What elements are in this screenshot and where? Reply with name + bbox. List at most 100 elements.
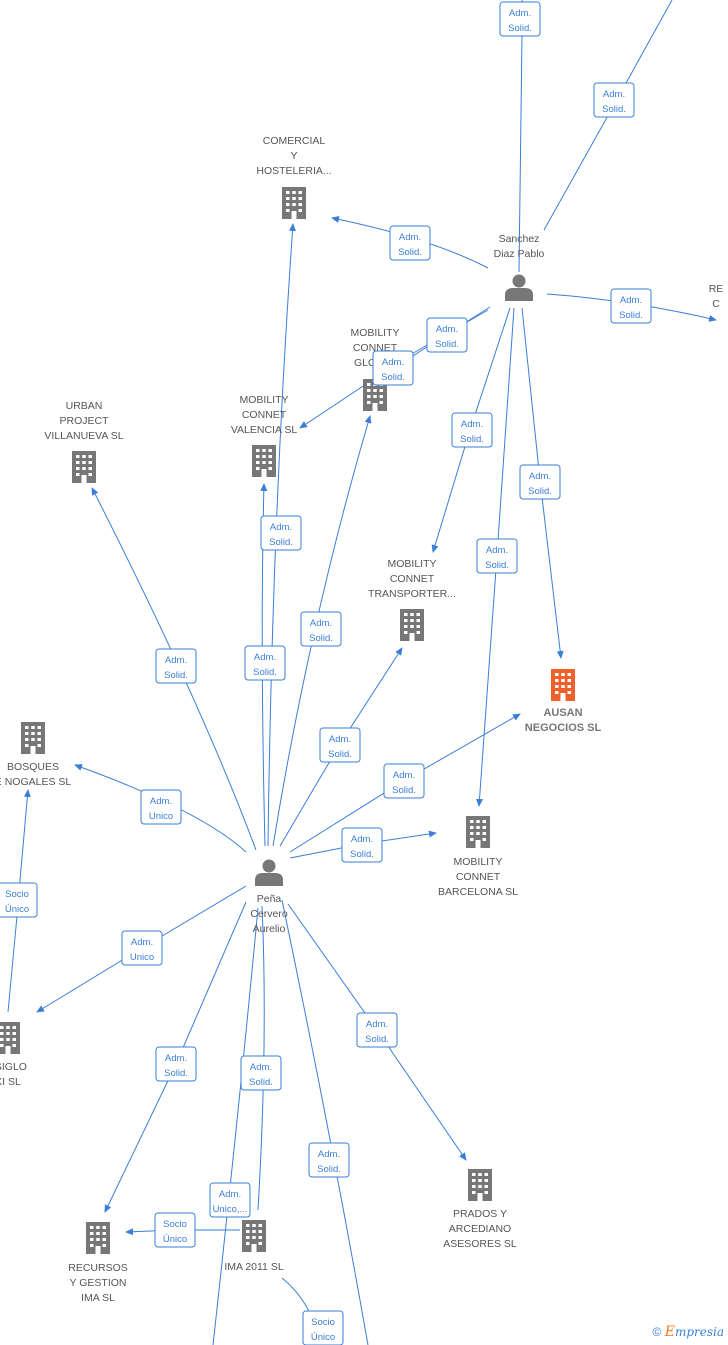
relation-label-text: Adm. xyxy=(165,1053,187,1064)
relation-label[interactable]: Adm.Unico xyxy=(121,930,163,966)
relation-label-text: Adm. xyxy=(393,770,415,781)
relation-label[interactable]: Adm.Solid. xyxy=(610,288,652,324)
node-label: BOSQUES xyxy=(7,761,59,773)
relation-label[interactable]: Adm. Unico,... xyxy=(209,1182,251,1218)
relation-label[interactable]: Adm.Solid. xyxy=(356,1012,398,1048)
copyright-symbol: © xyxy=(652,1325,662,1339)
node-label: ASESORES SL xyxy=(443,1238,517,1250)
node-label: CONNET xyxy=(242,409,287,421)
relation-label[interactable]: Adm.Solid. xyxy=(155,1046,197,1082)
company-node-ima2011[interactable]: IMA 2011 SL xyxy=(224,1220,284,1273)
relation-label[interactable]: Adm.Solid. xyxy=(155,648,197,684)
node-label: ARCEDIANO xyxy=(449,1223,511,1235)
relation-label[interactable]: Adm.Solid. xyxy=(319,727,361,763)
relation-label-text: Solid. xyxy=(485,560,509,571)
relation-label-text: Adm. xyxy=(219,1189,241,1200)
node-label: TRANSPORTER... xyxy=(368,588,456,600)
relation-label-text: Adm. xyxy=(165,655,187,666)
relation-label-text: Solid. xyxy=(249,1077,273,1088)
relation-label[interactable]: Adm.Solid. xyxy=(260,515,302,551)
relation-label-text: Adm. xyxy=(366,1019,388,1030)
relation-label-text: Adm. xyxy=(529,471,551,482)
relation-label-text: Solid. xyxy=(309,633,333,644)
relation-label[interactable]: Adm. Solid. xyxy=(519,464,561,500)
node-label: PROJECT xyxy=(59,415,109,427)
relation-label[interactable]: Adm.Solid. xyxy=(451,412,493,448)
relation-label-text: Solid. xyxy=(398,247,422,258)
node-label: BARCELONA SL xyxy=(438,886,518,898)
relation-label-text: Adm. xyxy=(461,419,483,430)
relation-label-box xyxy=(319,727,361,763)
node-label: MOBILITY xyxy=(387,558,436,570)
person-icon xyxy=(505,274,533,301)
relation-label-text: Solid. xyxy=(350,849,374,860)
relation-label-text: Adm. xyxy=(382,357,404,368)
node-label: VILLANUEVA SL xyxy=(44,430,123,442)
edges-layer xyxy=(7,0,717,1345)
node-label: XI SL xyxy=(0,1076,21,1088)
relation-label-text: Adm. xyxy=(436,324,458,335)
relation-label-text: Adm. xyxy=(250,1062,272,1073)
relation-label-box xyxy=(341,827,383,863)
relation-label[interactable]: Adm.Solid. xyxy=(383,763,425,799)
relation-label-text: Solid. xyxy=(269,537,293,548)
relation-label[interactable]: Adm.Unico xyxy=(140,789,182,825)
relation-label[interactable]: Adm.Solid. xyxy=(341,827,383,863)
relation-label[interactable]: Adm. Solid. xyxy=(426,317,468,353)
building-icon xyxy=(400,609,424,641)
relation-label-box xyxy=(244,645,286,681)
relation-label-text: Solid. xyxy=(317,1164,341,1175)
relation-label-text: Adm. xyxy=(131,937,153,948)
relation-label-box xyxy=(356,1012,398,1048)
node-label: MOBILITY xyxy=(453,856,502,868)
relation-edge xyxy=(281,899,369,1345)
relation-edge xyxy=(7,915,18,1013)
node-label: AUSAN xyxy=(543,707,582,719)
company-node-mc-transporter[interactable]: MOBILITYCONNETTRANSPORTER... xyxy=(368,558,456,641)
brand-logo-initial: E xyxy=(664,1324,675,1340)
relation-label[interactable]: Adm.Solid. xyxy=(499,1,541,37)
relation-label-box xyxy=(209,1182,251,1218)
relation-label[interactable]: Adm.Solid. xyxy=(308,1142,350,1178)
node-label: RECURSOS xyxy=(68,1262,128,1274)
relation-label-text: Solid. xyxy=(602,104,626,115)
company-node-re-partial[interactable]: REC xyxy=(709,283,724,310)
relation-label-text: Solid. xyxy=(435,339,459,350)
relation-label-text: Único xyxy=(311,1332,335,1343)
relation-label-box xyxy=(240,1055,282,1091)
relation-label[interactable]: Adm.Solid. xyxy=(593,82,635,118)
relation-label-text: Unico,... xyxy=(213,1204,248,1215)
relation-label-text: Solid. xyxy=(528,486,552,497)
building-icon xyxy=(282,187,306,219)
relation-label[interactable]: Adm. Solid. xyxy=(389,225,431,261)
relation-label[interactable]: Adm. Solid. xyxy=(240,1055,282,1091)
empresia-brand[interactable]: © Empresia xyxy=(653,1324,724,1340)
relation-label-box xyxy=(300,611,342,647)
relation-label-box xyxy=(610,288,652,324)
company-node-siglo[interactable]: I SIGLO XI SL xyxy=(0,1022,27,1088)
building-icon xyxy=(0,1022,20,1054)
company-node-comercial[interactable]: COMERCIALYHOSTELERIA... xyxy=(256,135,332,219)
relation-label-text: Adm. xyxy=(399,232,421,243)
relation-label-text: Unico xyxy=(149,811,173,822)
relation-label[interactable]: Adm.Solid. xyxy=(300,611,342,647)
node-label: I SIGLO xyxy=(0,1061,27,1073)
relation-label[interactable]: Adm.Solid. xyxy=(476,538,518,574)
node-label: COMERCIAL xyxy=(263,135,326,147)
relation-label[interactable]: Adm.Solid. xyxy=(244,645,286,681)
relation-label[interactable]: Adm.Solid. xyxy=(372,350,414,386)
brand-logo-text: mpresia xyxy=(674,1325,724,1339)
